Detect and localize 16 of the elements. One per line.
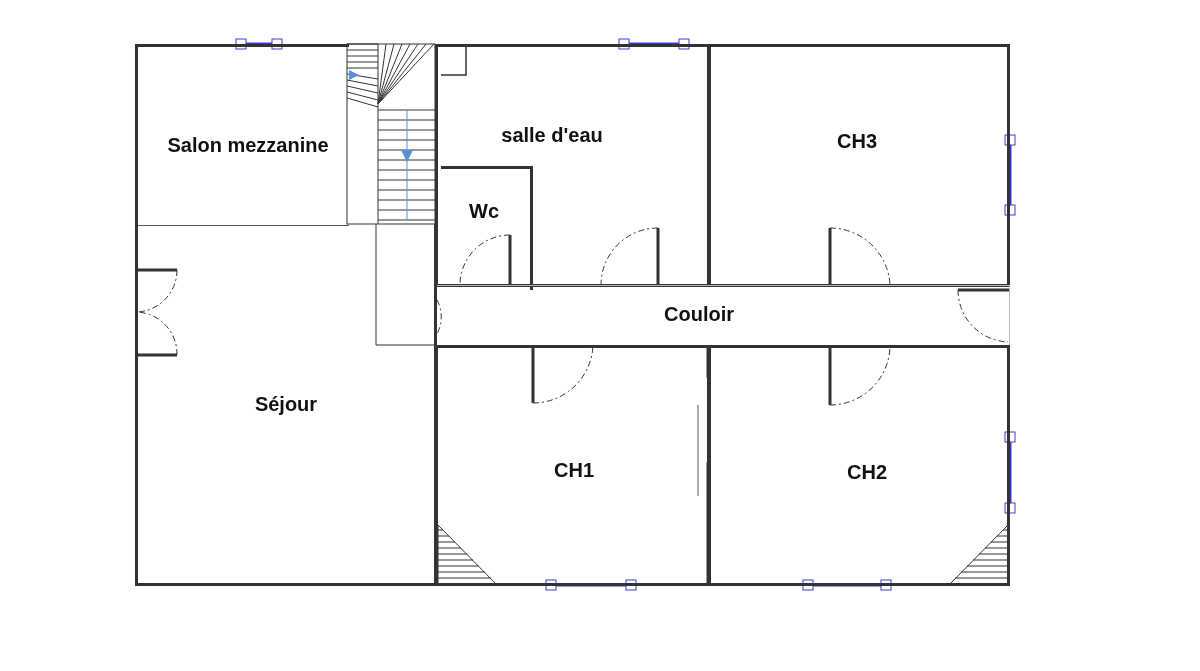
room-outline	[435, 285, 1010, 347]
room-outline	[708, 345, 1010, 586]
room-outline	[435, 44, 710, 287]
room-label: Séjour	[254, 392, 318, 416]
room-label: Wc	[469, 199, 499, 223]
room-outline	[135, 224, 437, 586]
room-outline	[708, 44, 1010, 287]
room-label: CH3	[837, 129, 877, 153]
room-label: Salon mezzanine	[167, 133, 329, 157]
room-label: Couloir	[664, 302, 734, 326]
room-outline	[441, 166, 533, 290]
room-outline	[435, 345, 710, 586]
room-label: CH1	[554, 458, 594, 482]
room-label: salle d'eau	[501, 123, 603, 147]
room-outline	[135, 44, 349, 226]
room-label: CH2	[847, 460, 887, 484]
